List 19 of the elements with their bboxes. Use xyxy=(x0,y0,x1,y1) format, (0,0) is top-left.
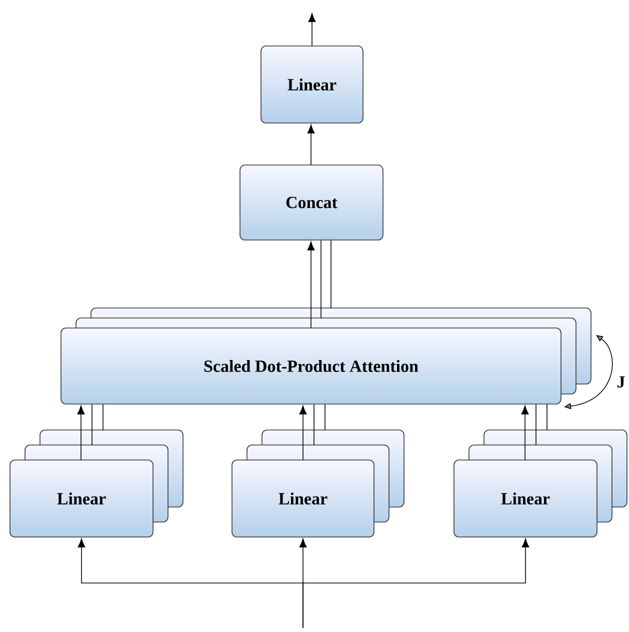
stacked-box: Linear xyxy=(232,430,404,538)
arrow xyxy=(302,538,530,628)
connector-line xyxy=(546,404,548,430)
connector-line xyxy=(102,404,104,430)
arrow xyxy=(308,13,316,46)
arrow xyxy=(299,406,307,460)
stacked-box: Scaled Dot-Product Attention xyxy=(60,308,592,404)
arrow xyxy=(307,242,315,328)
stacked-box: Linear xyxy=(454,430,628,538)
connector-line xyxy=(324,404,326,430)
arrow xyxy=(77,406,85,460)
direction-label: J xyxy=(618,376,625,388)
connector-line xyxy=(330,240,332,308)
process-box: Concat xyxy=(240,164,384,240)
process-box: Linear xyxy=(260,46,364,124)
connector-line xyxy=(320,240,322,318)
arrow xyxy=(521,406,529,460)
arrow xyxy=(307,124,315,166)
stacked-box: Linear xyxy=(10,430,184,538)
